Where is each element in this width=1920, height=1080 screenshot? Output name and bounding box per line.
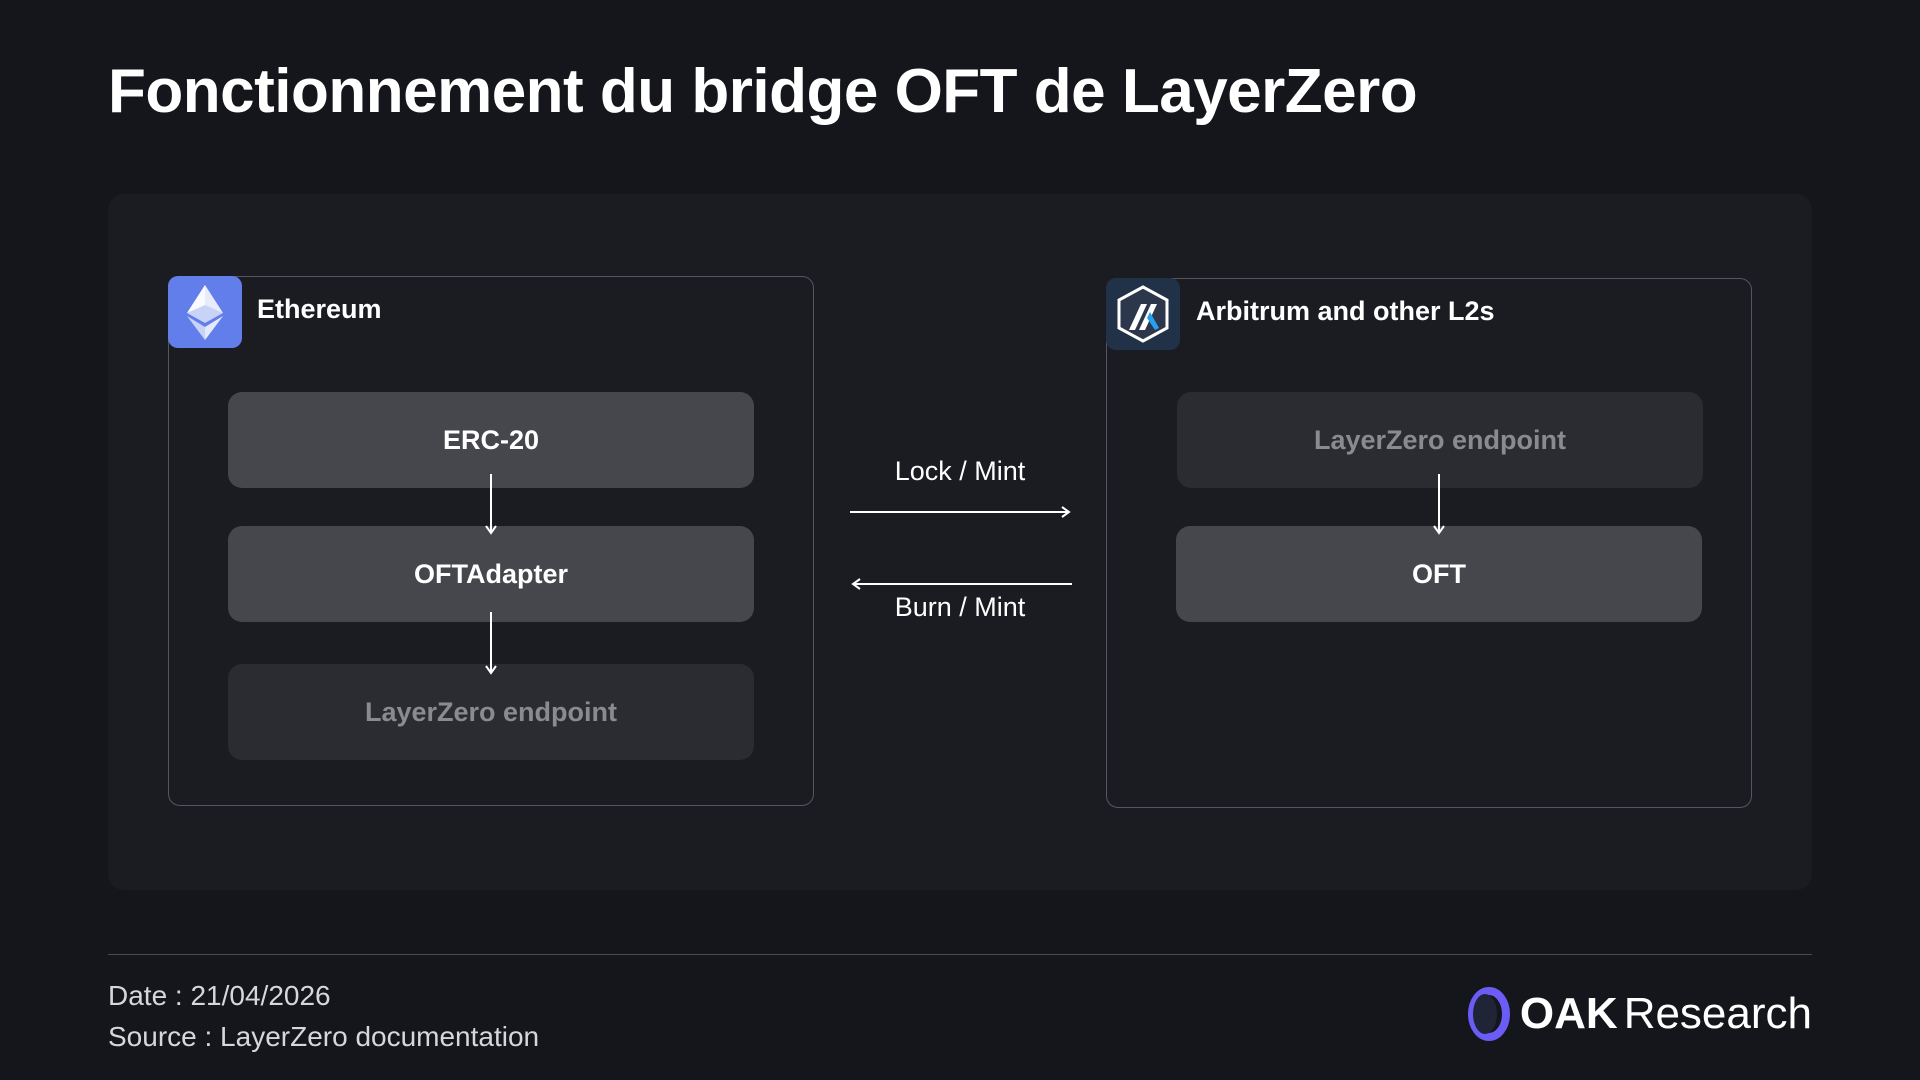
page-title: Fonctionnement du bridge OFT de LayerZer… xyxy=(108,57,1418,126)
ethereum-panel xyxy=(168,276,814,806)
oft-node: OFT xyxy=(1176,526,1702,622)
oak-research-brand: OAK Research xyxy=(1464,985,1812,1043)
footer-date: Date : 21/04/2026 xyxy=(108,980,331,1011)
arbitrum-label: Arbitrum and other L2s xyxy=(1196,296,1495,326)
brand-name-bold: OAK xyxy=(1519,989,1618,1038)
flow-arrow-erc20-to-adapter xyxy=(485,474,497,535)
footer-divider xyxy=(108,954,1812,955)
oftadapter-node: OFTAdapter xyxy=(228,526,754,622)
ethereum-icon xyxy=(168,276,242,348)
brand-name-regular: Research xyxy=(1623,989,1812,1038)
layerzero-endpoint-node-right: LayerZero endpoint xyxy=(1177,392,1703,488)
forward-arrow xyxy=(850,506,1071,518)
burn-mint-label: Burn / Mint xyxy=(894,592,1026,622)
diagram-canvas: Ethereum ERC-20 OFTAdapter LayerZero end… xyxy=(108,194,1812,890)
footer-source: Source : LayerZero documentation xyxy=(108,1021,540,1052)
ethereum-label: Ethereum xyxy=(257,294,382,324)
oak-logo-icon xyxy=(1467,987,1510,1041)
backward-arrow xyxy=(851,578,1072,590)
lock-mint-label: Lock / Mint xyxy=(894,456,1026,486)
arbitrum-panel xyxy=(1106,278,1752,808)
erc20-node: ERC-20 xyxy=(228,392,754,488)
flow-arrow-adapter-to-endpoint xyxy=(485,612,497,675)
layerzero-endpoint-node-left: LayerZero endpoint xyxy=(228,664,754,760)
flow-arrow-endpoint-to-oft xyxy=(1433,474,1445,535)
arbitrum-icon xyxy=(1106,278,1180,350)
